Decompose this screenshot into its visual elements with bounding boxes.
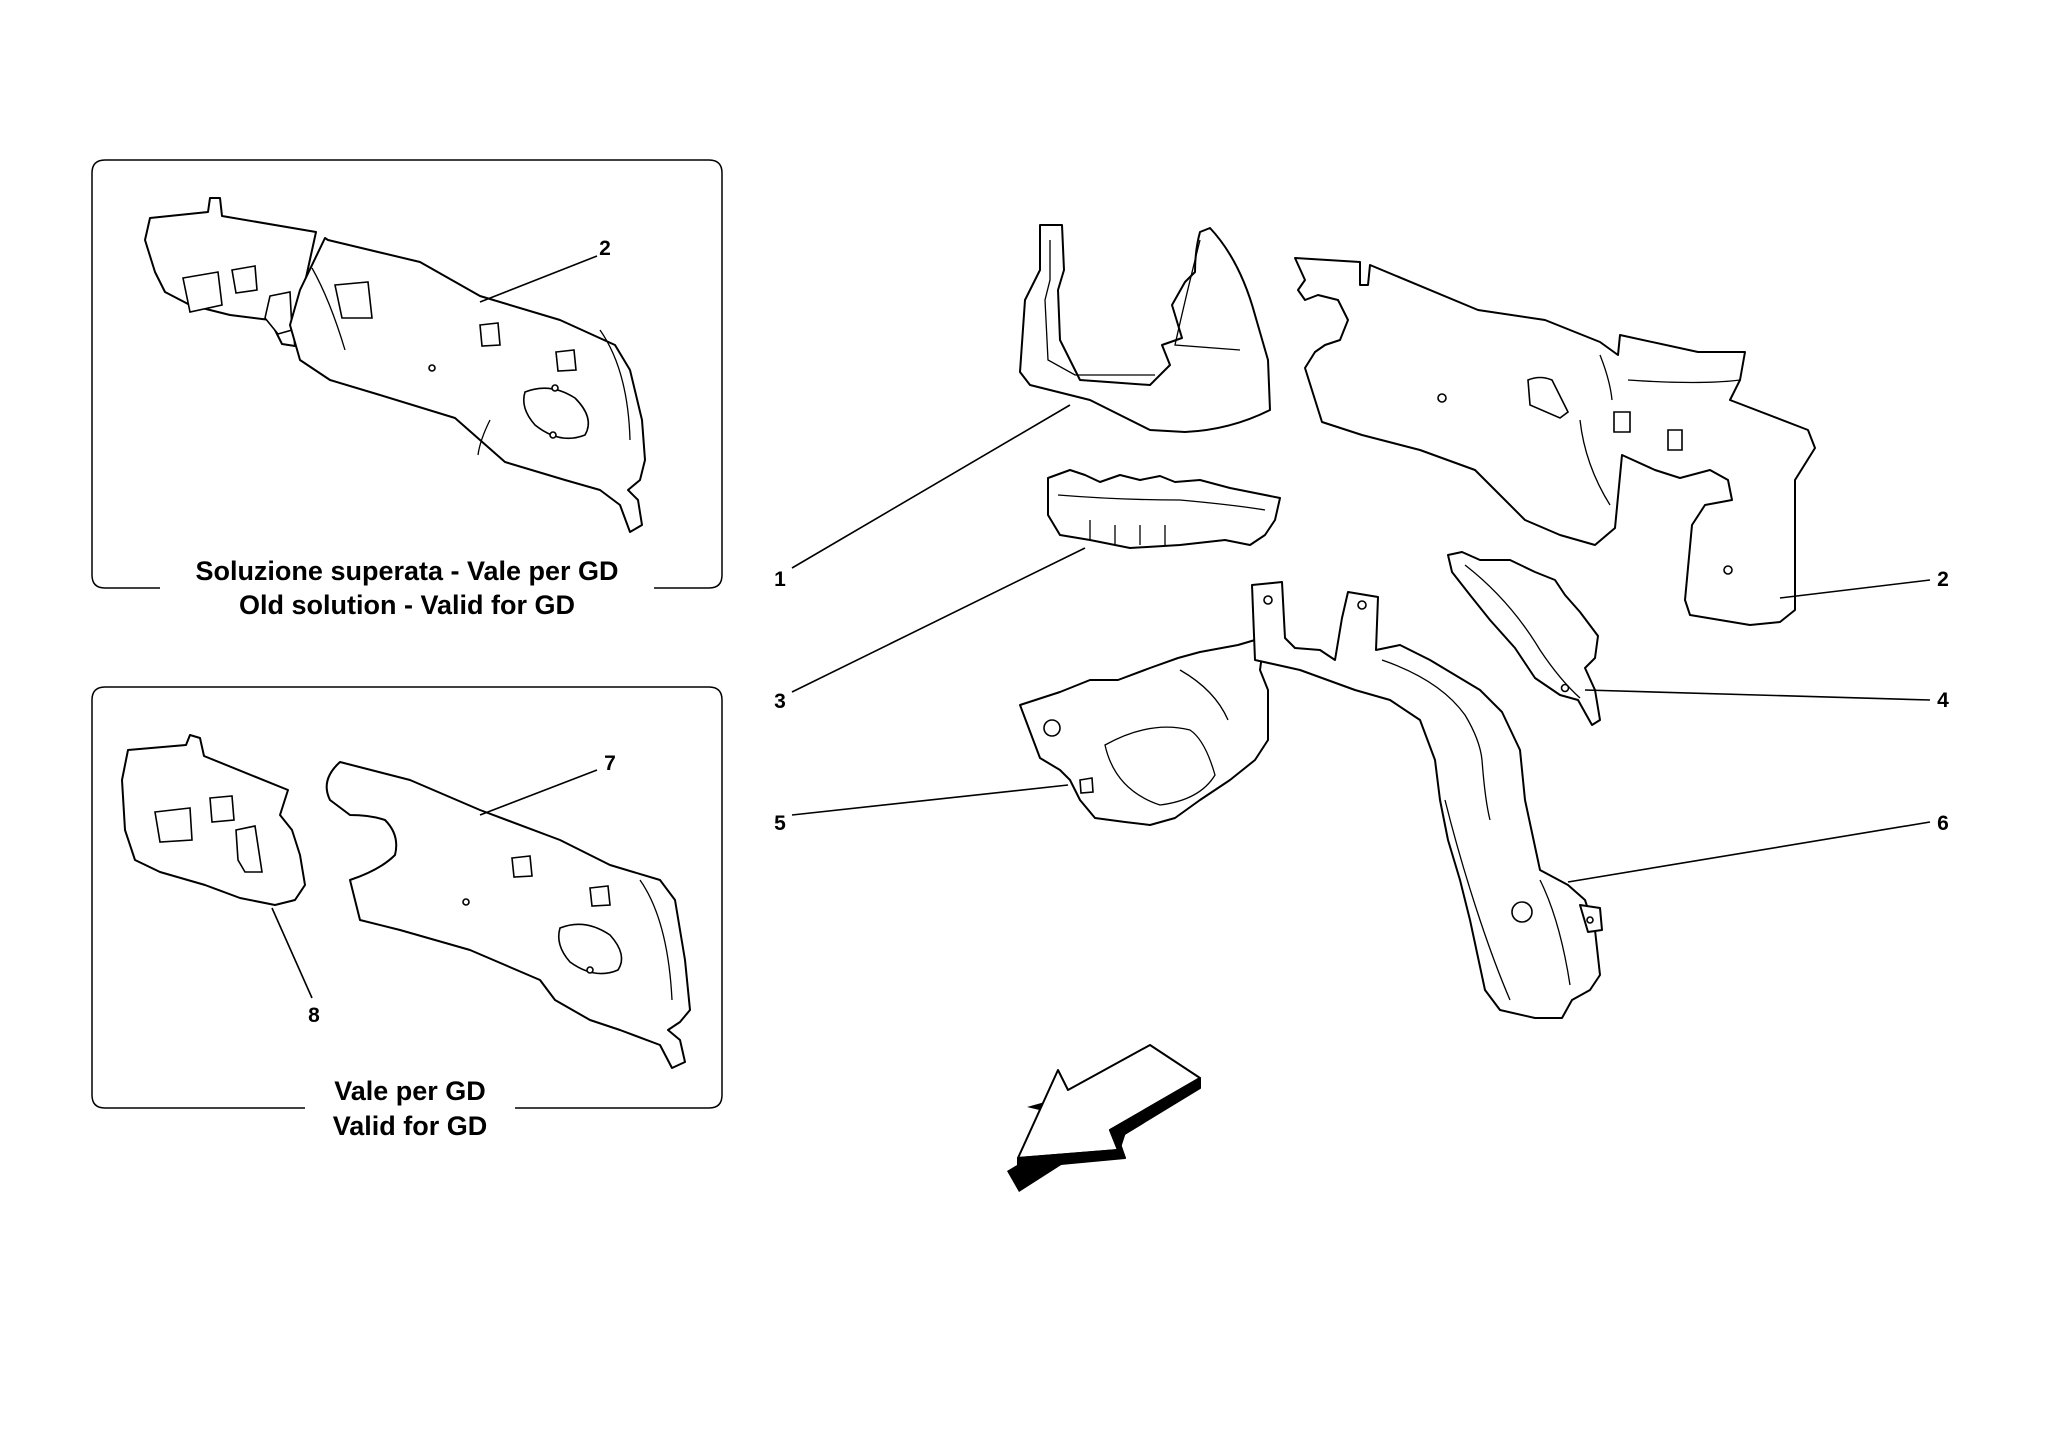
leader-main-3 [791, 547, 1086, 693]
inset-valid-gd-caption-it: Vale per GD [334, 1076, 486, 1106]
inset-valid-gd-frame [91, 686, 723, 1109]
leader-inset1-2 [479, 255, 598, 303]
leader-main-5 [791, 784, 1069, 816]
callout-main-1: 1 [774, 568, 786, 591]
inset-old-solution-caption-it: Soluzione superata - Vale per GD [195, 556, 618, 586]
callout-main-6: 6 [1937, 812, 1949, 835]
front-direction-arrow-icon [1007, 1044, 1201, 1192]
leader-main-6 [1567, 821, 1931, 883]
inset-valid-gd: 7 8 Vale per GD Valid for GD [91, 686, 723, 1141]
callout-main-2: 2 [1937, 568, 1949, 591]
part-5-shield [1019, 639, 1269, 826]
callout-main-5: 5 [774, 812, 786, 835]
inset-old-solution-frame [91, 159, 723, 589]
leader-main-1 [791, 404, 1071, 569]
part-1-bracket [1019, 224, 1271, 433]
panel-7 [325, 761, 691, 1069]
part-4-trim [1447, 551, 1601, 726]
leader-inset2-8 [271, 907, 313, 999]
callout-main-4: 4 [1937, 689, 1949, 712]
leader-inset2-7 [479, 769, 598, 816]
main-exploded-view: 1 2 3 4 5 6 [774, 224, 1949, 1019]
part-3-duct [1047, 469, 1281, 549]
inset-old-solution-caption-en: Old solution - Valid for GD [239, 590, 575, 620]
leader-main-4 [1584, 689, 1931, 701]
old-panel-main [289, 237, 646, 533]
callout-inset1-2: 2 [599, 237, 611, 260]
inset-valid-gd-caption-en: Valid for GD [333, 1111, 488, 1141]
inset-old-solution: 2 Soluzione superata - Vale per GD Old s… [91, 159, 723, 620]
callout-inset2-7: 7 [604, 752, 616, 775]
callout-main-3: 3 [774, 690, 786, 713]
leader-main-2 [1779, 579, 1931, 599]
callout-inset2-8: 8 [308, 1004, 320, 1027]
part-2-panel [1294, 257, 1816, 626]
